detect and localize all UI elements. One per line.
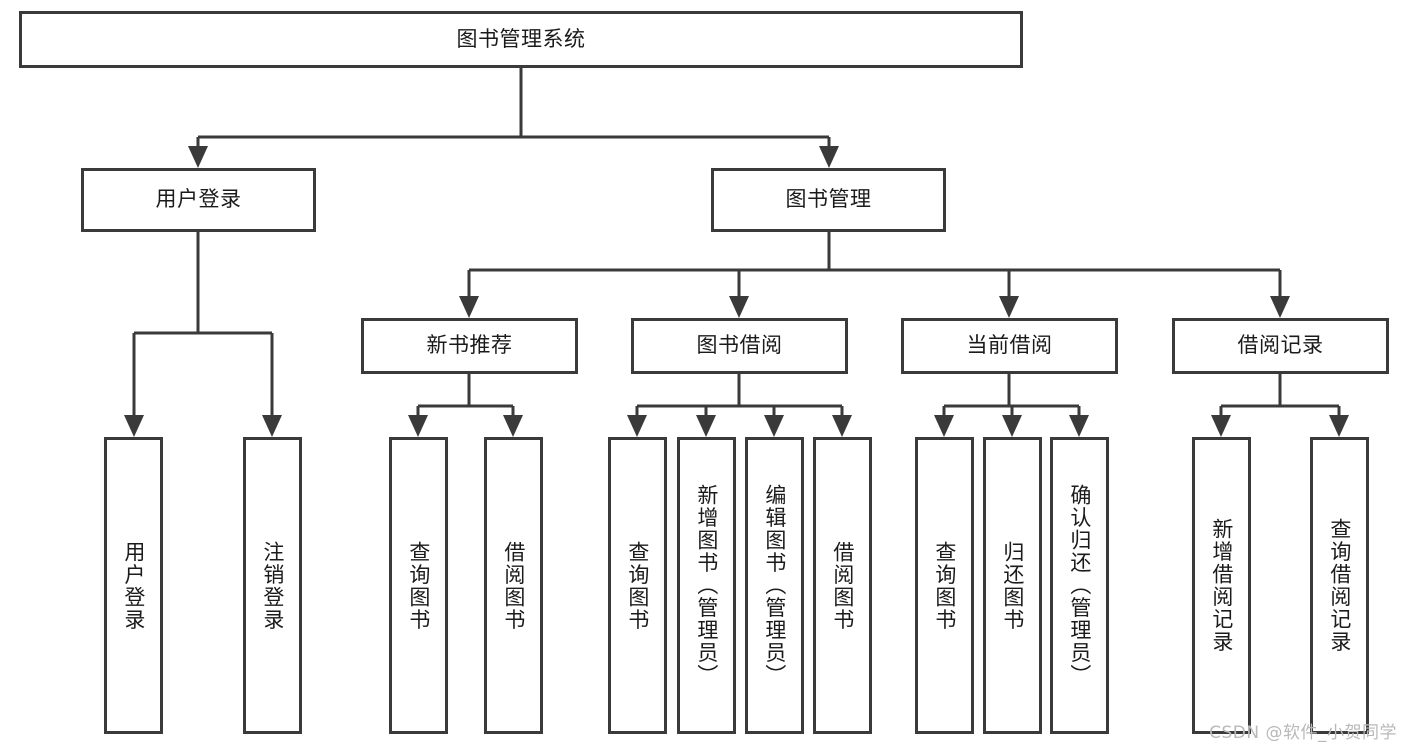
node-box-book-management[interactable]: [711, 168, 946, 232]
arrow-head-icon: [696, 415, 716, 437]
node-box-leaf-borrow-book[interactable]: [813, 437, 872, 734]
node-box-leaf-query-borrow-record[interactable]: [1310, 437, 1369, 734]
node-box-borrow-record[interactable]: [1172, 318, 1389, 374]
arrow-head-icon: [764, 415, 784, 437]
node-box-leaf-user-login[interactable]: [104, 437, 163, 734]
arrow-head-icon: [262, 415, 282, 437]
arrow-head-icon: [819, 146, 839, 168]
arrow-head-icon: [1211, 415, 1231, 437]
arrow-head-icon: [627, 415, 647, 437]
node-box-leaf-logout[interactable]: [243, 437, 302, 734]
arrow-head-icon: [832, 415, 852, 437]
arrow-head-icon: [1002, 415, 1022, 437]
node-box-book-borrow[interactable]: [631, 318, 848, 374]
node-box-title[interactable]: [19, 11, 1023, 68]
arrow-head-icon: [934, 415, 954, 437]
arrow-head-icon: [729, 296, 749, 318]
arrow-head-icon: [124, 415, 144, 437]
arrow-head-icon: [503, 415, 523, 437]
node-box-leaf-add-book-admin[interactable]: [677, 437, 736, 734]
node-box-current-borrow[interactable]: [901, 318, 1118, 374]
node-box-leaf-confirm-return-admin[interactable]: [1050, 437, 1109, 734]
node-box-user-login[interactable]: [81, 168, 316, 232]
arrow-head-icon: [1069, 415, 1089, 437]
node-box-new-book-recommend[interactable]: [361, 318, 578, 374]
arrow-head-icon: [999, 296, 1019, 318]
node-box-leaf-add-borrow-record[interactable]: [1192, 437, 1251, 734]
node-box-leaf-query-book-recommend[interactable]: [389, 437, 448, 734]
node-box-leaf-edit-book-admin[interactable]: [745, 437, 804, 734]
arrow-head-icon: [1270, 296, 1290, 318]
node-box-leaf-return-book[interactable]: [983, 437, 1042, 734]
node-box-leaf-query-book-borrow[interactable]: [608, 437, 667, 734]
arrow-head-icon: [1329, 415, 1349, 437]
arrow-head-icon: [408, 415, 428, 437]
arrow-head-icon: [459, 296, 479, 318]
arrow-head-icon: [188, 146, 208, 168]
node-box-leaf-borrow-book-recommend[interactable]: [484, 437, 543, 734]
node-box-leaf-query-book-current[interactable]: [915, 437, 974, 734]
